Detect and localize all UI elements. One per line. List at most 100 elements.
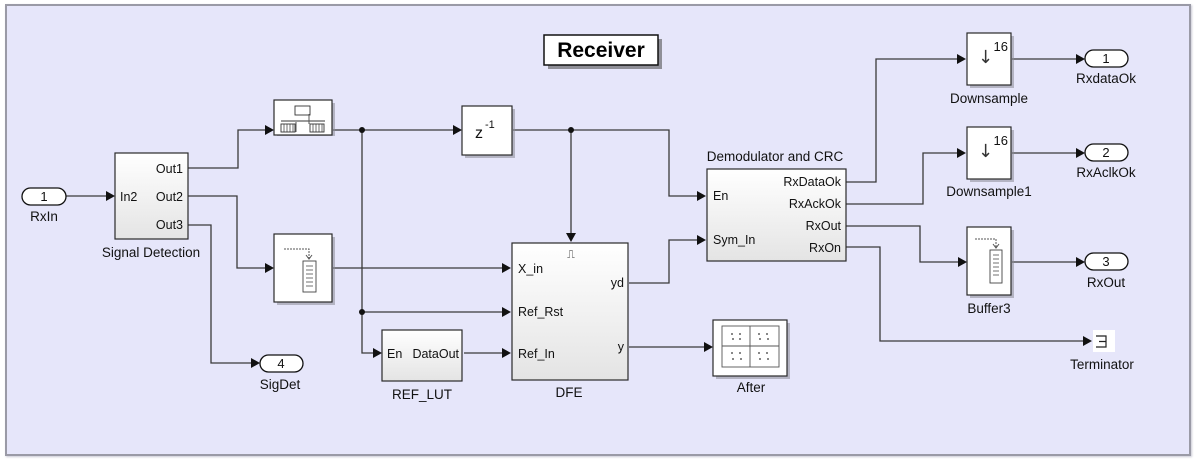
inport-label: RxIn bbox=[30, 209, 58, 224]
outport-label: RxOut bbox=[1087, 275, 1126, 290]
svg-text:yd: yd bbox=[611, 276, 624, 290]
block-label: Signal Detection bbox=[102, 245, 200, 260]
svg-text:2: 2 bbox=[1102, 145, 1109, 160]
svg-text:Ref_In: Ref_In bbox=[518, 347, 555, 361]
svg-text:DataOut: DataOut bbox=[412, 347, 459, 361]
arrow-icon bbox=[566, 233, 576, 242]
block-dfe[interactable]: ⎍ X_in Ref_Rst Ref_In yd y DFE bbox=[511, 242, 629, 400]
arrow-icon bbox=[697, 235, 706, 245]
outport-rxaclkok[interactable]: 2 RxAclkOk bbox=[1076, 143, 1136, 180]
svg-text:X_in: X_in bbox=[518, 262, 543, 276]
svg-text:Out2: Out2 bbox=[156, 190, 183, 204]
block-buffer3[interactable]: Buffer3 bbox=[966, 226, 1014, 316]
diagram-title: Receiver bbox=[557, 39, 645, 62]
block-signal-detection[interactable]: In2 Out1 Out2 Out3 Signal Detection bbox=[102, 152, 200, 260]
svg-text:En: En bbox=[713, 189, 728, 203]
trigger-icon: ⎍ bbox=[567, 248, 575, 261]
down-arrow-icon: ↓ bbox=[978, 141, 993, 162]
block-label: DFE bbox=[556, 385, 583, 400]
svg-text:1: 1 bbox=[40, 189, 47, 204]
block-demodulator-crc[interactable]: Demodulator and CRC En Sym_In RxDataOk R… bbox=[706, 149, 847, 262]
outport-label: RxAclkOk bbox=[1076, 165, 1136, 180]
svg-text:Sym_In: Sym_In bbox=[713, 233, 755, 247]
arrow-icon bbox=[957, 148, 966, 158]
block-buffer[interactable] bbox=[273, 233, 335, 305]
block-label: Demodulator and CRC bbox=[707, 149, 844, 164]
buffer-icon bbox=[284, 248, 317, 293]
arrow-icon bbox=[704, 342, 713, 352]
outport-rxout[interactable]: 3 RxOut bbox=[1084, 252, 1129, 290]
arrow-icon bbox=[1083, 336, 1092, 346]
wire-rxon[interactable] bbox=[846, 246, 1085, 342]
block-label: After bbox=[737, 380, 766, 395]
wire-yd[interactable] bbox=[629, 239, 699, 284]
arrow-icon bbox=[265, 125, 274, 135]
arrow-icon bbox=[502, 263, 511, 273]
block-downsample[interactable]: ↓ 16 Downsample bbox=[950, 32, 1028, 106]
branch-point bbox=[568, 127, 574, 133]
unbuffer-icon bbox=[280, 105, 325, 133]
arrow-icon bbox=[958, 257, 967, 267]
outport-sigdet[interactable]: 4 SigDet bbox=[259, 354, 304, 392]
down-arrow-icon: ↓ bbox=[978, 47, 993, 68]
arrow-icon bbox=[1076, 257, 1085, 267]
branch-point bbox=[359, 127, 365, 133]
signal-lines bbox=[66, 54, 1092, 368]
svg-text:RxOn: RxOn bbox=[809, 241, 841, 255]
block-after-scope[interactable]: After bbox=[712, 319, 790, 395]
svg-text:En: En bbox=[387, 347, 402, 361]
inport-rxin[interactable]: 1 RxIn bbox=[21, 187, 67, 224]
arrow-icon bbox=[265, 263, 274, 273]
branch-point bbox=[359, 309, 365, 315]
arrow-icon bbox=[251, 358, 260, 368]
wire-rxackok[interactable] bbox=[846, 152, 959, 205]
svg-text:1: 1 bbox=[1102, 51, 1109, 66]
arrow-icon bbox=[697, 191, 706, 201]
arrow-icon bbox=[502, 348, 511, 358]
wire-rxout[interactable] bbox=[846, 225, 960, 263]
svg-text:RxAckOk: RxAckOk bbox=[789, 197, 842, 211]
arrow-icon bbox=[502, 307, 511, 317]
block-label: Buffer3 bbox=[967, 301, 1010, 316]
constellation-scope-icon bbox=[721, 325, 780, 368]
svg-text:Out1: Out1 bbox=[156, 162, 183, 176]
wire-delay-en[interactable] bbox=[513, 129, 699, 197]
arrow-icon bbox=[373, 348, 382, 358]
arrow-icon bbox=[1076, 54, 1085, 64]
outport-label: RxdataOk bbox=[1076, 71, 1136, 86]
wire-out1[interactable] bbox=[188, 129, 267, 169]
svg-text:3: 3 bbox=[1102, 254, 1109, 269]
svg-text:Out3: Out3 bbox=[156, 218, 183, 232]
buffer-icon bbox=[975, 238, 1003, 284]
outport-label: SigDet bbox=[260, 377, 301, 392]
arrow-icon bbox=[957, 54, 966, 64]
block-label: REF_LUT bbox=[392, 387, 452, 402]
block-terminator[interactable]: Terminator bbox=[1070, 330, 1134, 372]
title-annotation[interactable]: Receiver bbox=[543, 34, 662, 69]
block-downsample1[interactable]: ↓ 16 Downsample1 bbox=[946, 126, 1032, 199]
svg-text:Ref_Rst: Ref_Rst bbox=[518, 305, 564, 319]
svg-text:z: z bbox=[475, 125, 483, 142]
block-ref-lut[interactable]: En DataOut REF_LUT bbox=[381, 329, 463, 402]
wire-branch-en[interactable] bbox=[361, 130, 375, 354]
block-unit-delay[interactable]: z -1 bbox=[461, 105, 515, 158]
terminator-icon bbox=[1096, 335, 1107, 348]
svg-text:RxDataOk: RxDataOk bbox=[783, 175, 841, 189]
block-label: Downsample bbox=[950, 91, 1028, 106]
wire-out2[interactable] bbox=[188, 195, 267, 269]
svg-text:4: 4 bbox=[277, 356, 284, 371]
wire-rxdataok[interactable] bbox=[846, 58, 959, 183]
block-unbuffer[interactable] bbox=[273, 99, 335, 136]
svg-text:16: 16 bbox=[994, 133, 1008, 148]
outport-rxdataok[interactable]: 1 RxdataOk bbox=[1076, 49, 1136, 86]
block-label: Terminator bbox=[1070, 357, 1134, 372]
arrow-icon bbox=[453, 125, 462, 135]
svg-text:y: y bbox=[618, 340, 625, 354]
wire-out3[interactable] bbox=[188, 224, 253, 364]
svg-text:-1: -1 bbox=[485, 119, 495, 131]
svg-text:16: 16 bbox=[994, 39, 1008, 54]
block-label: Downsample1 bbox=[946, 184, 1032, 199]
svg-text:In2: In2 bbox=[120, 190, 137, 204]
arrow-icon bbox=[106, 191, 115, 201]
